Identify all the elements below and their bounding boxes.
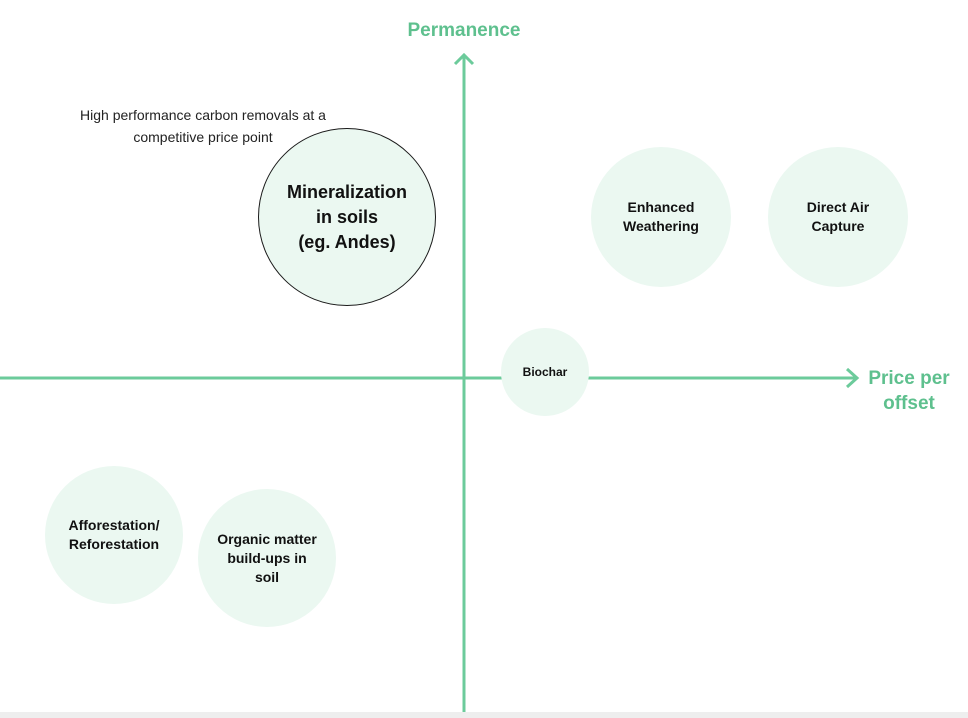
- bubble-label: Direct Air Capture: [806, 199, 870, 234]
- bottom-border: [0, 712, 968, 718]
- bubble-label: Enhanced Weathering: [623, 199, 699, 234]
- bubble-enhanced-weathering: Enhanced Weathering: [591, 147, 731, 287]
- bubble-label: Biochar: [522, 364, 568, 379]
- x-axis-arrowhead: [845, 367, 860, 389]
- bubble-direct-air-capture: Direct Air Capture: [768, 147, 908, 287]
- x-axis-title: Price per offset: [868, 368, 950, 414]
- annotation-text: High performance carbon removals at a co…: [80, 107, 326, 145]
- bubble-organic-matter: Organic matter build-ups in soil: [198, 489, 336, 627]
- bubble-afforestation: Afforestation/ Reforestation: [45, 466, 183, 604]
- bubble-label: Organic matter build-ups in soil: [217, 530, 317, 585]
- y-axis-title: Permanence: [407, 20, 521, 41]
- bubble-biochar: Biochar: [501, 328, 589, 416]
- y-axis-arrowhead: [453, 52, 475, 66]
- bubble-label: Afforestation/ Reforestation: [68, 517, 160, 552]
- bubble-label: Mineralization in soils (eg. Andes): [286, 181, 407, 252]
- bubble-mineralization: Mineralization in soils (eg. Andes): [258, 128, 436, 306]
